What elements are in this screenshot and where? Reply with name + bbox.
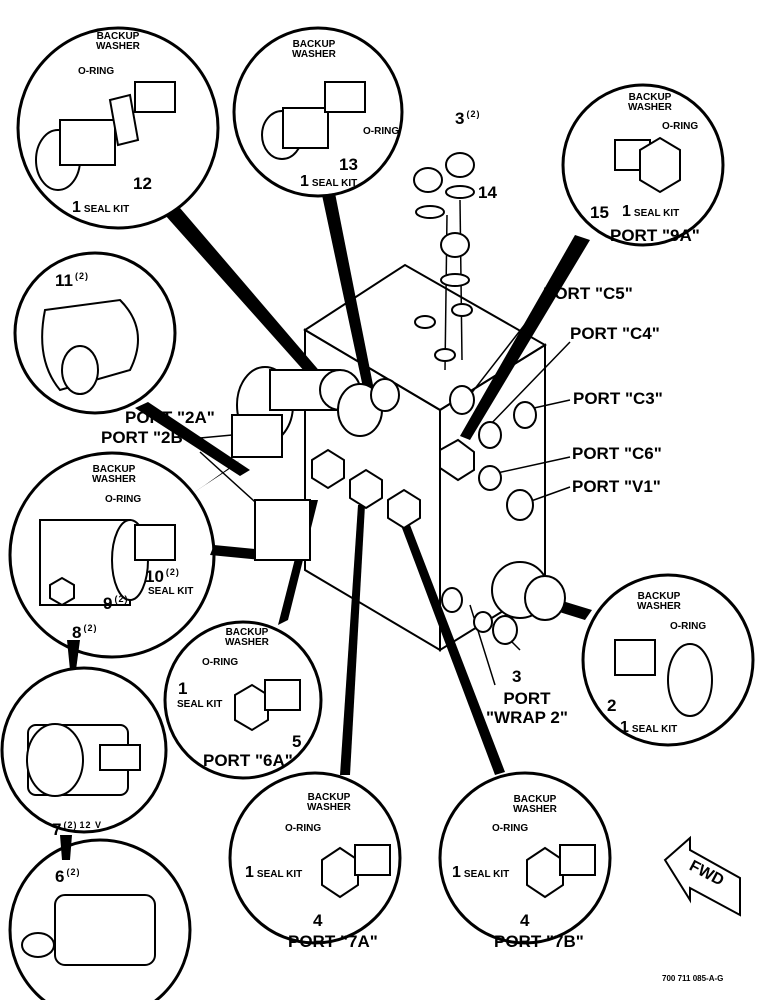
- detail-circle-7: [0, 666, 168, 834]
- callout-4-7a: 4: [313, 911, 323, 930]
- detail-circle-6: [8, 838, 192, 1000]
- o-ring-label-13: O-RING: [363, 126, 400, 137]
- port-wrap2-label: PORT"WRAP 2": [486, 689, 568, 727]
- port-9a-label: PORT "9A": [610, 226, 700, 245]
- detail-circle-5: [163, 620, 323, 780]
- callout-8: 8(2): [72, 623, 98, 642]
- callout-5: 5: [292, 732, 302, 751]
- drawing-number: 700 711 085-A-G: [662, 974, 724, 983]
- seal-kit-5: SEAL KIT: [177, 699, 223, 710]
- detail-circle-12: [16, 26, 220, 230]
- o-ring-label-7b: O-RING: [492, 823, 529, 834]
- leader-lines: [60, 193, 592, 860]
- callout-3-bottom: 3: [512, 667, 522, 686]
- callout-10: 10(2): [145, 567, 180, 586]
- callout-15: 15: [590, 203, 609, 222]
- o-ring-label-7a: O-RING: [285, 823, 322, 834]
- callout-11: 11(2): [55, 271, 89, 290]
- port-2a-label: PORT "2A": [125, 408, 215, 427]
- seal-kit-10: SEAL KIT: [148, 586, 194, 597]
- callout-2: 2: [607, 696, 617, 715]
- o-ring-label-15: O-RING: [662, 121, 699, 132]
- o-ring-label-12: O-RING: [78, 66, 115, 77]
- fwd-arrow: [663, 835, 741, 917]
- callout-4-7b: 4: [520, 911, 530, 930]
- o-ring-label-10: O-RING: [105, 494, 142, 505]
- port-c4-label: PORT "C4": [570, 324, 660, 343]
- detail-circle-4a: [228, 771, 402, 945]
- callout-7: 7(2)12 V: [52, 820, 102, 839]
- detail-circle-11: [13, 251, 177, 415]
- callout-14: 14: [478, 183, 497, 202]
- callout-9: 9(2): [103, 594, 129, 613]
- callout-1: 1: [178, 679, 188, 698]
- port-v1-label: PORT "V1": [572, 477, 661, 496]
- callout-13: 13: [339, 155, 358, 174]
- port-7b-label: PORT "7B": [494, 932, 584, 951]
- detail-circle-2: [581, 573, 755, 747]
- port-c3-label: PORT "C3": [573, 389, 663, 408]
- o-ring-label-2: O-RING: [670, 621, 707, 632]
- callout-12: 12: [133, 174, 152, 193]
- port-c5-label: PORT "C5": [543, 284, 633, 303]
- detail-circle-4b: [438, 771, 612, 945]
- port-6a-label: PORT "6A": [203, 751, 293, 770]
- port-2b-label: PORT "2B": [101, 428, 191, 447]
- port-c6-label: PORT "C6": [572, 444, 662, 463]
- port-7a-label: PORT "7A": [288, 932, 378, 951]
- o-ring-label-5: O-RING: [202, 657, 239, 668]
- detail-circle-15: [561, 83, 725, 247]
- detail-circle-13: [232, 26, 404, 198]
- callout-3-top: 3(2): [455, 109, 481, 128]
- callout-6: 6(2): [55, 867, 81, 886]
